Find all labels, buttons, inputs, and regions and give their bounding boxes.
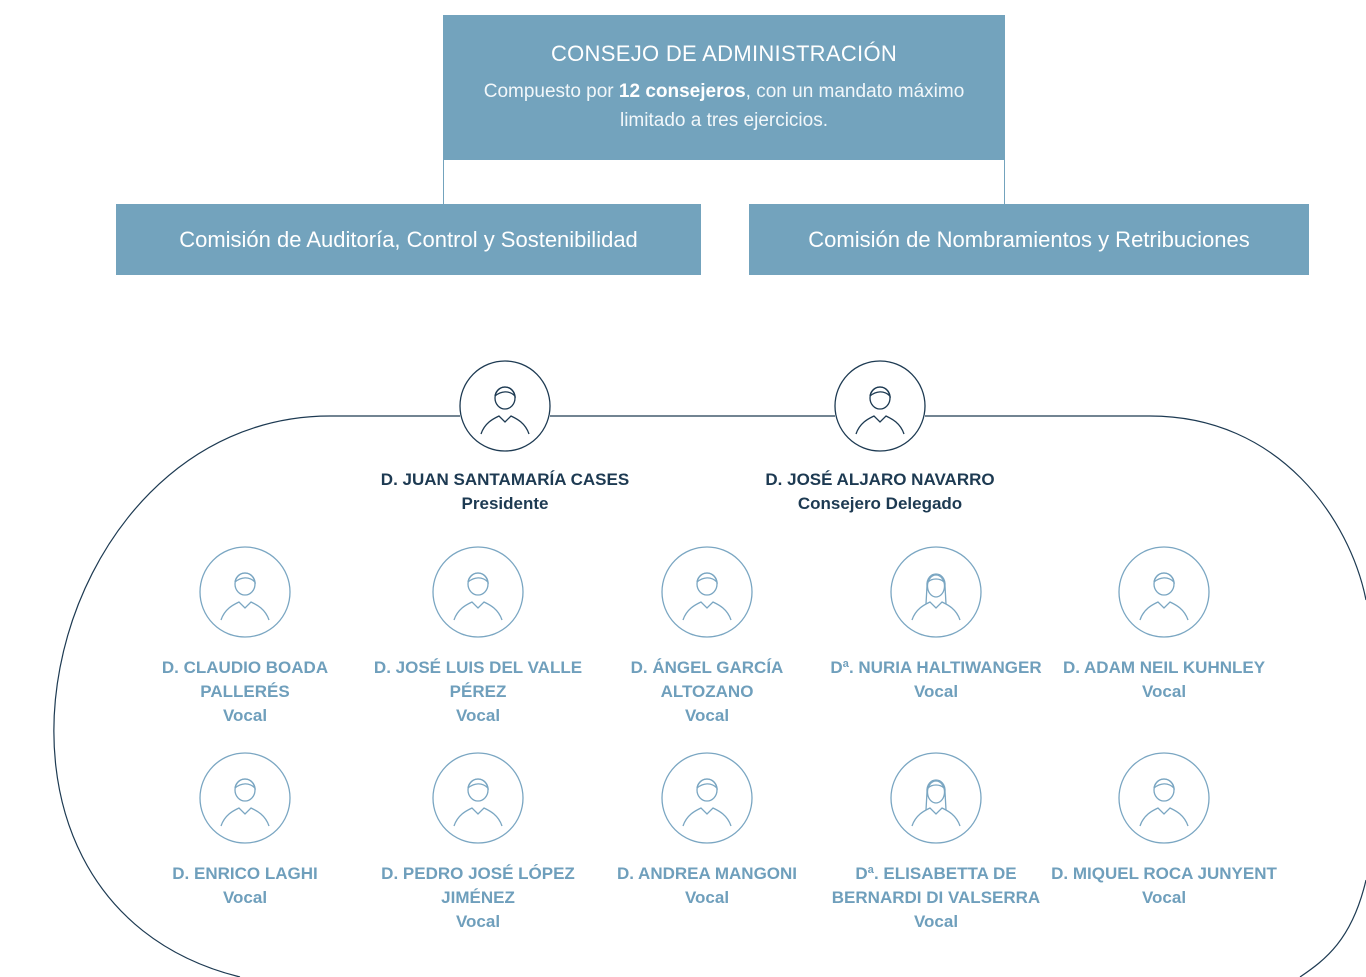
person-name: D. PEDRO JOSÉ LÓPEZ JIMÉNEZ bbox=[381, 864, 575, 907]
person-role: Consejero Delegado bbox=[797, 494, 963, 513]
committee-appointments: Comisión de Nombramientos y Retribucione… bbox=[749, 204, 1309, 275]
person-male-icon bbox=[1118, 546, 1210, 638]
person-male-icon bbox=[1118, 752, 1210, 844]
person-name: Dª. NURIA HALTIWANGER bbox=[830, 658, 1042, 677]
person-name: D. MIQUEL ROCA JUNYENT bbox=[1051, 864, 1277, 883]
person-female-icon bbox=[890, 752, 982, 844]
person-role: Vocal bbox=[222, 706, 268, 725]
person-role: Vocal bbox=[1141, 888, 1187, 907]
person-male-icon bbox=[459, 360, 551, 452]
member-card: D. MIQUEL ROCA JUNYENT Vocal bbox=[1049, 862, 1279, 910]
member-card: D. ADAM NEIL KUHNLEY Vocal bbox=[1049, 656, 1279, 704]
person-male-icon bbox=[661, 752, 753, 844]
person-name: D. JOSÉ ALJARO NAVARRO bbox=[765, 470, 995, 489]
member-card: Dª. ELISABETTA DE BERNARDI DI VALSERRA Vo… bbox=[821, 862, 1051, 934]
person-name: D. JOSÉ LUIS DEL VALLE PÉREZ bbox=[373, 658, 583, 701]
person-role: Vocal bbox=[684, 888, 730, 907]
person-role: Vocal bbox=[913, 912, 959, 931]
member-card: D. JOSÉ LUIS DEL VALLE PÉREZ Vocal bbox=[363, 656, 593, 728]
member-card: D. ANDREA MANGONI Vocal bbox=[592, 862, 822, 910]
person-male-icon bbox=[432, 752, 524, 844]
person-name: D. CLAUDIO BOADA PALLERÉS bbox=[161, 658, 329, 701]
person-name: D. ÁNGEL GARCÍA ALTOZANO bbox=[630, 658, 784, 701]
board-member-count: 12 consejeros bbox=[618, 81, 746, 102]
leader-card: D. JOSÉ ALJARO NAVARRO Consejero Delegado bbox=[720, 468, 1040, 516]
member-card: D. PEDRO JOSÉ LÓPEZ JIMÉNEZ Vocal bbox=[363, 862, 593, 934]
person-male-icon bbox=[834, 360, 926, 452]
leader-card: D. JUAN SANTAMARÍA CASES Presidente bbox=[345, 468, 665, 516]
board-box: CONSEJO DE ADMINISTRACIÓN Compuesto por … bbox=[443, 15, 1005, 160]
person-role: Vocal bbox=[684, 706, 730, 725]
member-card: D. ENRICO LAGHI Vocal bbox=[130, 862, 360, 910]
committee-audit: Comisión de Auditoría, Control y Sosteni… bbox=[116, 204, 701, 275]
member-card: Dª. NURIA HALTIWANGER Vocal bbox=[821, 656, 1051, 704]
person-role: Vocal bbox=[455, 912, 501, 931]
person-male-icon bbox=[199, 546, 291, 638]
connector-right bbox=[1004, 160, 1005, 204]
person-female-icon bbox=[890, 546, 982, 638]
person-name: D. ANDREA MANGONI bbox=[616, 864, 798, 883]
member-card: D. CLAUDIO BOADA PALLERÉS Vocal bbox=[130, 656, 360, 728]
board-title: CONSEJO DE ADMINISTRACIÓN bbox=[550, 41, 898, 66]
person-name: D. JUAN SANTAMARÍA CASES bbox=[380, 470, 630, 489]
person-male-icon bbox=[199, 752, 291, 844]
person-role: Vocal bbox=[913, 682, 959, 701]
connector-left bbox=[443, 160, 444, 204]
person-male-icon bbox=[432, 546, 524, 638]
person-name: D. ENRICO LAGHI bbox=[172, 864, 318, 883]
person-role: Presidente bbox=[461, 494, 549, 513]
person-role: Vocal bbox=[1141, 682, 1187, 701]
person-name: D. ADAM NEIL KUHNLEY bbox=[1062, 658, 1266, 677]
person-name: Dª. ELISABETTA DE BERNARDI DI VALSERRA bbox=[831, 864, 1041, 907]
person-role: Vocal bbox=[455, 706, 501, 725]
member-card: D. ÁNGEL GARCÍA ALTOZANO Vocal bbox=[592, 656, 822, 728]
board-description: Compuesto por 12 consejeros, con un mand… bbox=[483, 81, 965, 131]
person-role: Vocal bbox=[222, 888, 268, 907]
person-male-icon bbox=[661, 546, 753, 638]
